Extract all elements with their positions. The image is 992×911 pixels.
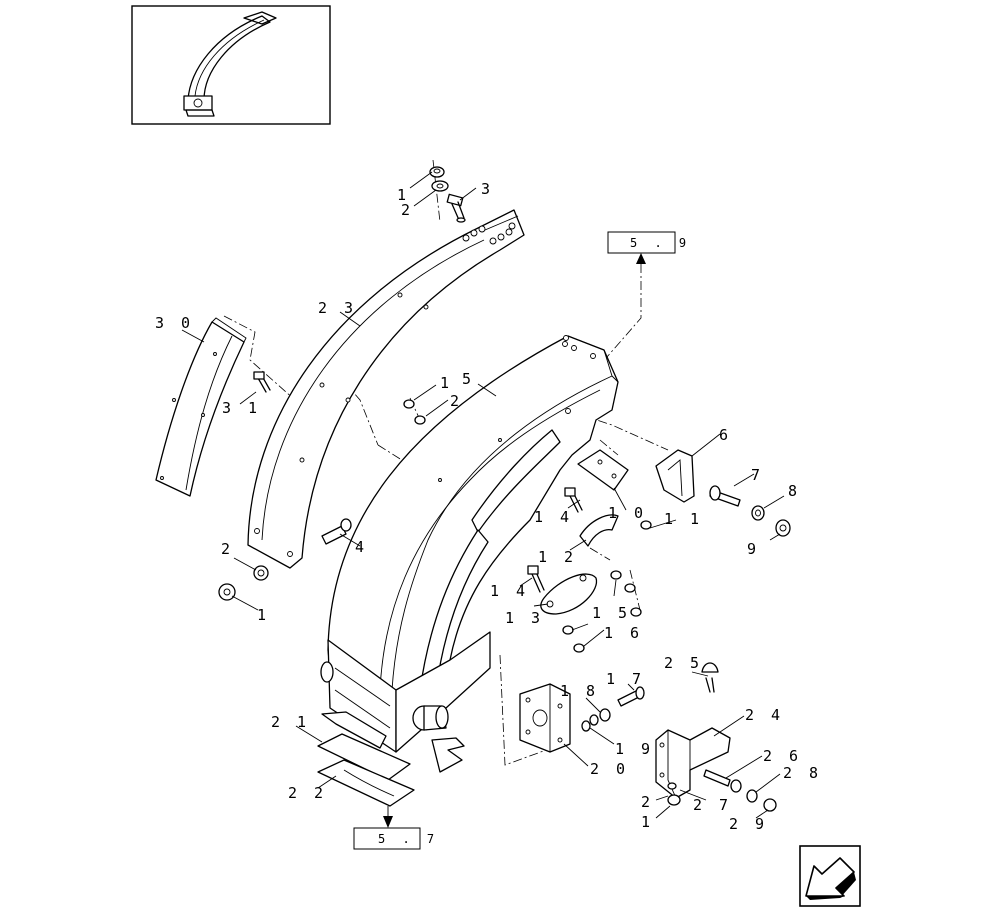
callout: 1 7 xyxy=(606,670,645,688)
ref-arrow-top xyxy=(636,253,646,264)
reference-box-5-9[interactable]: 5 . 9 xyxy=(607,231,691,254)
callout: 1 6 xyxy=(604,624,643,642)
callout: 2 6 xyxy=(763,747,802,765)
svg-text:5 . 9: 5 . 9 xyxy=(630,236,691,250)
callout: 2 2 xyxy=(288,784,327,802)
nut-9 xyxy=(775,519,791,537)
callout: 1 8 xyxy=(560,682,599,700)
callout: 3 0 xyxy=(155,314,194,332)
callout: 1 xyxy=(257,606,270,624)
callout: 3 xyxy=(481,180,494,198)
callout: 2 8 xyxy=(783,764,822,782)
next-page-arrow-icon[interactable] xyxy=(799,845,861,907)
callout: 1 2 xyxy=(538,548,577,566)
callout: 7 xyxy=(751,466,764,484)
callout: 9 xyxy=(747,540,760,558)
plate-13 xyxy=(540,573,598,615)
washer-2-left xyxy=(253,565,269,581)
bolt-26 xyxy=(703,769,731,787)
washer-2-top xyxy=(431,180,449,192)
callout: 2 7 xyxy=(693,796,732,814)
callout: 2 0 xyxy=(590,760,629,778)
callout: 4 xyxy=(355,538,368,556)
leader-lines xyxy=(181,171,785,819)
chute-body-5 xyxy=(320,335,619,753)
callout: 2 xyxy=(641,793,654,811)
callout: 2 1 xyxy=(271,713,310,731)
callout: 8 xyxy=(788,482,801,500)
callout: 1 4 xyxy=(534,508,573,526)
callout: 2 5 xyxy=(664,654,703,672)
callout: 1 0 xyxy=(608,504,647,522)
washers-27-28-29 xyxy=(667,779,777,812)
callout: 2 4 xyxy=(745,706,784,724)
clip-12 xyxy=(579,514,619,547)
callout: 1 xyxy=(397,186,410,204)
callout: 2 xyxy=(450,392,463,410)
callout: 2 xyxy=(221,540,234,558)
callout: 5 xyxy=(462,370,475,388)
callout: 1 5 xyxy=(592,604,631,622)
bolt-17 xyxy=(617,686,645,707)
plate-22 xyxy=(317,737,465,807)
callout: 1 9 xyxy=(615,740,654,758)
bracket-10 xyxy=(577,449,629,491)
nut-1-left xyxy=(218,583,236,601)
clamp-6 xyxy=(655,449,695,503)
callout: 1 4 xyxy=(490,582,529,600)
bolt-25 xyxy=(701,662,719,693)
bolt-7 xyxy=(709,485,741,507)
bracket-24 xyxy=(655,727,731,799)
callout: 3 1 xyxy=(222,399,261,417)
callout: 2 xyxy=(401,201,414,219)
ref-arrow-bottom xyxy=(383,806,393,828)
bolt-31 xyxy=(253,371,271,393)
callout: 2 3 xyxy=(318,299,357,317)
liner-30 xyxy=(155,317,247,497)
washer-8 xyxy=(751,505,765,521)
nut-washer-set-mid xyxy=(403,399,426,425)
nut-1-top xyxy=(429,166,445,178)
bolt-4 xyxy=(321,518,352,545)
plate-21 xyxy=(317,711,411,781)
chute-panel-23 xyxy=(247,209,525,569)
bolt-3 xyxy=(446,193,466,223)
nut-11 xyxy=(640,520,652,530)
svg-text:5 . 7: 5 . 7 xyxy=(378,832,439,846)
bolt-14b xyxy=(527,565,545,593)
block-20 xyxy=(519,683,571,753)
overview-thumbnail[interactable] xyxy=(131,5,331,125)
callout: 2 9 xyxy=(729,815,768,833)
callout: 6 xyxy=(719,426,732,444)
callout: 1 xyxy=(641,813,654,831)
callout: 1 xyxy=(440,374,453,392)
reference-box-5-7[interactable]: 5 . 7 xyxy=(353,827,439,850)
callout-labels: 1 2 3 2 3 3 0 3 1 1 2 5 6 7 8 9 1 0 1 1 … xyxy=(155,180,822,833)
callout: 1 1 xyxy=(664,510,703,528)
washer-nut-15-16 xyxy=(562,570,642,653)
callout: 1 3 xyxy=(505,609,544,627)
washer-18-19 xyxy=(581,708,611,732)
